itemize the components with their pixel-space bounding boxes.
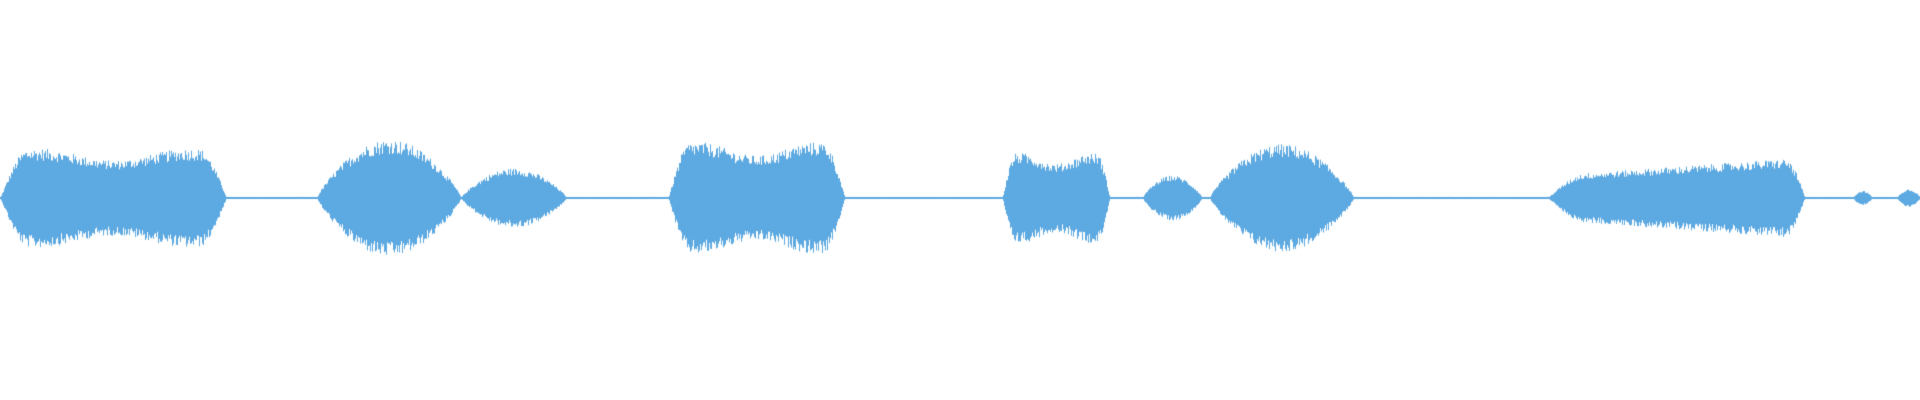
waveform-display	[0, 0, 1920, 400]
audio-waveform	[0, 0, 1920, 400]
